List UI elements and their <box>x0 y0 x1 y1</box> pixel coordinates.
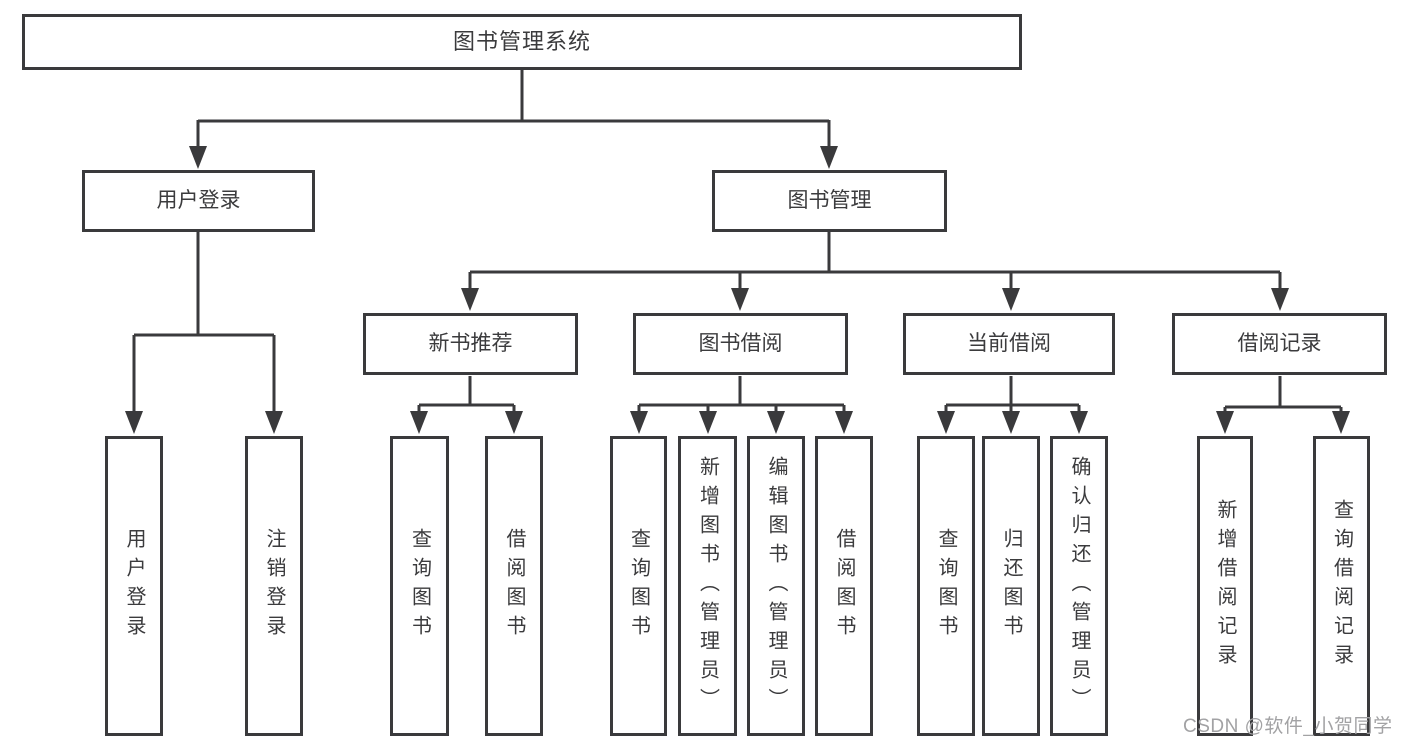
arrow-down-icon <box>1002 411 1020 434</box>
arrow-down-icon <box>1070 411 1088 434</box>
arrow-down-icon <box>1332 411 1350 434</box>
arrow-down-icon <box>461 288 479 311</box>
arrow-down-icon <box>410 411 428 434</box>
arrow-down-icon <box>1216 411 1234 434</box>
arrow-down-icon <box>1002 288 1020 311</box>
arrow-down-icon <box>835 411 853 434</box>
leaf-query-books-current: 查询图书 <box>917 436 975 736</box>
node-borrowing-records: 借阅记录 <box>1172 313 1387 375</box>
arrow-down-icon <box>125 411 143 434</box>
leaf-borrow-books: 借阅图书 <box>815 436 873 736</box>
leaf-confirm-return-admin: 确认归还（管理员） <box>1050 436 1108 736</box>
arrow-down-icon <box>699 411 717 434</box>
arrow-down-icon <box>630 411 648 434</box>
arrow-down-icon <box>767 411 785 434</box>
arrow-down-icon <box>1271 288 1289 311</box>
node-current-borrowing: 当前借阅 <box>903 313 1115 375</box>
leaf-logout: 注销登录 <box>245 436 303 736</box>
leaf-add-books-admin: 新增图书（管理员） <box>678 436 737 736</box>
arrow-down-icon <box>820 146 838 169</box>
watermark: CSDN @软件_小贺同学 <box>1183 716 1393 737</box>
arrow-down-icon <box>505 411 523 434</box>
arrow-down-icon <box>937 411 955 434</box>
leaf-query-books-recommend: 查询图书 <box>390 436 449 736</box>
arrow-down-icon <box>189 146 207 169</box>
connector-paths <box>132 70 1343 416</box>
leaf-query-borrow-record: 查询借阅记录 <box>1313 436 1370 736</box>
arrow-down-icon <box>731 288 749 311</box>
leaf-return-books: 归还图书 <box>982 436 1040 736</box>
leaf-edit-books-admin: 编辑图书（管理员） <box>747 436 805 736</box>
node-user-login: 用户登录 <box>82 170 315 232</box>
node-library-management-system: 图书管理系统 <box>22 14 1022 70</box>
arrow-down-icon <box>265 411 283 434</box>
arrowheads <box>125 146 1350 434</box>
leaf-add-borrow-record: 新增借阅记录 <box>1197 436 1253 736</box>
node-new-book-recommend: 新书推荐 <box>363 313 578 375</box>
leaf-query-books-borrowing: 查询图书 <box>610 436 667 736</box>
node-book-management: 图书管理 <box>712 170 947 232</box>
leaf-borrow-books-recommend: 借阅图书 <box>485 436 543 736</box>
node-book-borrowing: 图书借阅 <box>633 313 848 375</box>
leaf-user-login: 用户登录 <box>105 436 163 736</box>
